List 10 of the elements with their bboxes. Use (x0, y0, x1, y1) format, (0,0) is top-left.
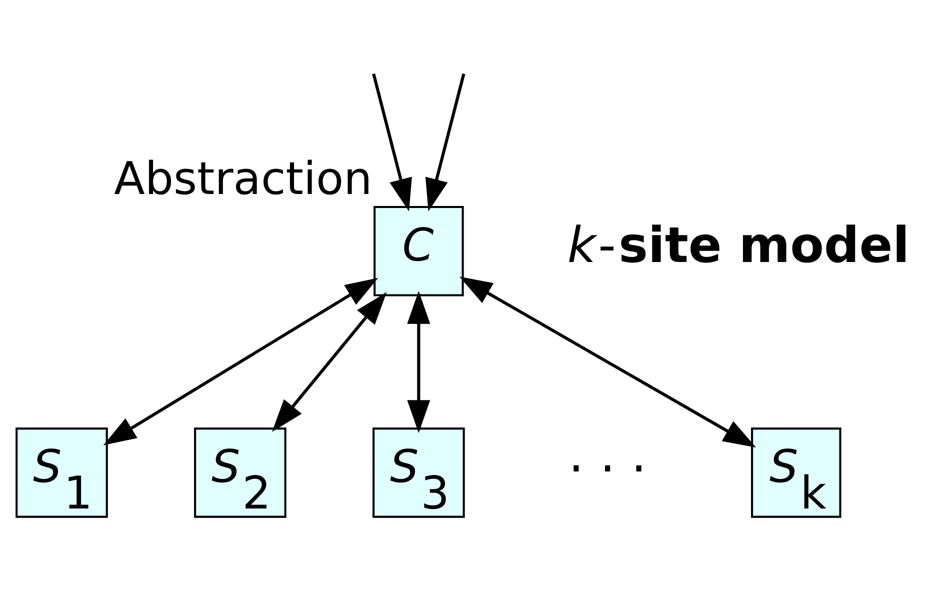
arrow (372, 73, 412, 212)
label: · · · (568, 439, 647, 498)
arrow (407, 290, 430, 433)
arrow (459, 276, 756, 448)
node-box: C (374, 206, 464, 296)
label: k-site model (567, 216, 910, 274)
arrow (103, 278, 378, 446)
node-label: Abstraction (114, 152, 372, 205)
arrow (272, 292, 387, 432)
arrow (425, 73, 466, 212)
